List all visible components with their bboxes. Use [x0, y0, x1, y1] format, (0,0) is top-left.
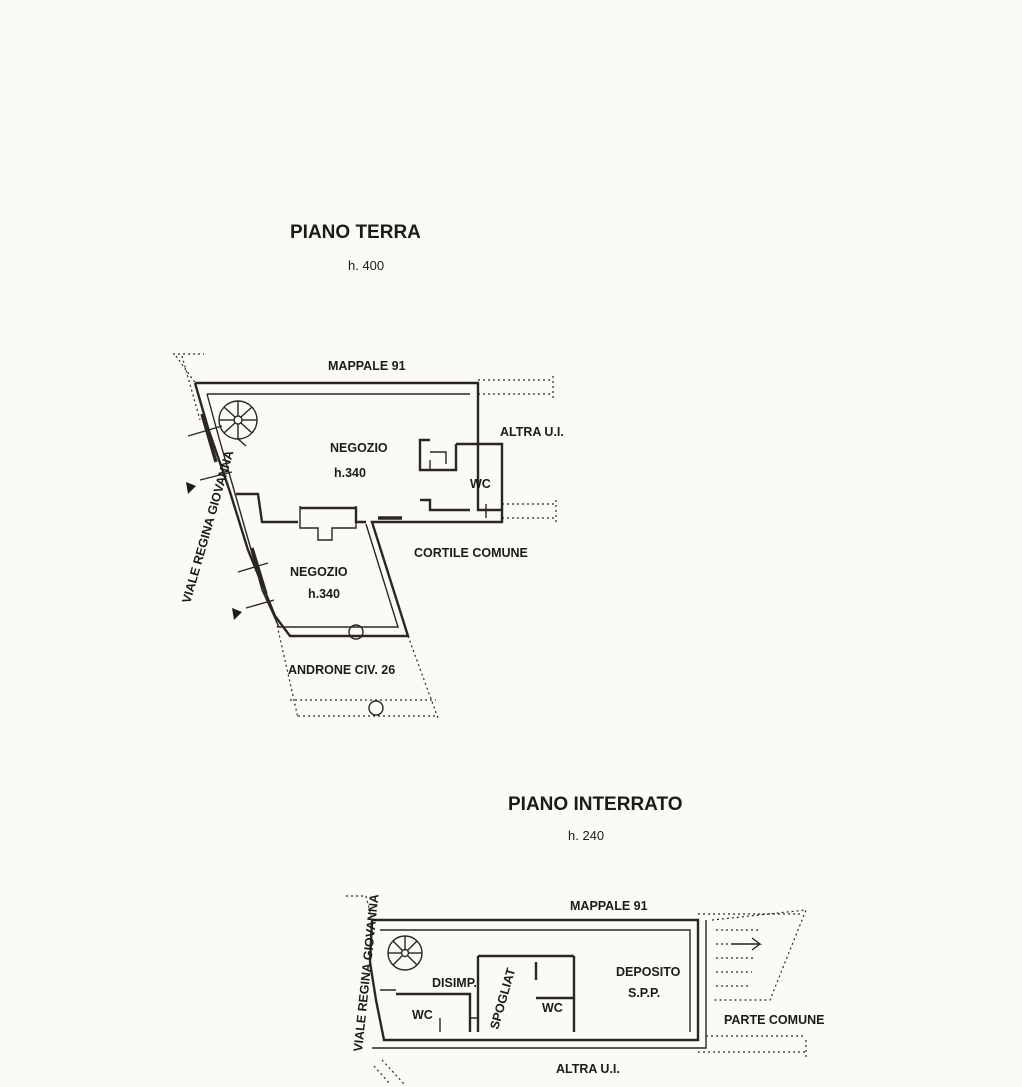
entrance-arrow-icon	[232, 608, 242, 620]
basement-plan: PIANO INTERRATO h. 240	[346, 794, 824, 1085]
ground-floor-height: h. 400	[348, 258, 384, 273]
label-parte-comune: PARTE COMUNE	[724, 1013, 824, 1027]
wc-partition	[429, 451, 447, 470]
label-cortile-comune: CORTILE COMUNE	[414, 546, 528, 560]
ground-floor-title: PIANO TERRA	[290, 222, 421, 243]
label-street-basement: VIALE REGINA GIOVANNA	[351, 893, 381, 1052]
label-street-ground: VIALE REGINA GIOVANNA	[179, 449, 236, 605]
ground-boundary-top	[173, 353, 554, 398]
ground-tick-1	[187, 425, 223, 437]
wc-block	[418, 438, 504, 512]
entrance-arrow-icon	[186, 482, 196, 494]
ground-partition-wall	[236, 492, 366, 524]
basement-partitions	[396, 954, 576, 1032]
basement-door-marks	[380, 989, 478, 1032]
column-circle	[348, 624, 364, 640]
ground-pillar	[299, 506, 357, 541]
label-wc-right: WC	[542, 1001, 563, 1015]
ground-tick-4	[199, 471, 233, 481]
label-spogliat: SPOGLIAT	[487, 966, 518, 1031]
ground-tick-3	[245, 599, 275, 609]
label-negozio-2: NEGOZIO	[290, 565, 348, 579]
basement-title: PIANO INTERRATO	[508, 794, 683, 815]
label-altra-ui-basement: ALTRA U.I.	[556, 1062, 620, 1076]
label-negozio-1: NEGOZIO	[330, 441, 388, 455]
basement-inner-wall	[372, 920, 707, 1049]
label-wc: WC	[470, 477, 491, 491]
ground-window-2	[250, 547, 268, 595]
androne-boundary	[290, 699, 436, 717]
label-negozio-2-height: h.340	[308, 587, 340, 601]
spiral-staircase-icon	[387, 935, 423, 971]
basement-height: h. 240	[568, 828, 604, 843]
stair-arrow-icon	[732, 937, 763, 951]
label-spp: S.P.P.	[628, 986, 660, 1000]
label-mappale-91-basement: MAPPALE 91	[570, 899, 648, 913]
label-wc-left: WC	[412, 1008, 433, 1022]
column-circle	[368, 700, 384, 716]
ground-floor-plan: PIANO TERRA h. 400	[173, 222, 564, 719]
ground-boundary-right	[502, 500, 557, 522]
basement-boundary	[346, 895, 807, 1085]
ground-tick-2	[237, 562, 269, 573]
ground-window-1	[200, 413, 218, 463]
label-negozio-1-height: h.340	[334, 466, 366, 480]
label-altra-ui: ALTRA U.I.	[500, 425, 564, 439]
spiral-staircase-icon	[218, 400, 258, 447]
label-androne: ANDRONE CIV. 26	[288, 663, 395, 677]
label-mappale-91: MAPPALE 91	[328, 359, 406, 373]
common-stair	[711, 909, 807, 1001]
basement-outer-wall	[368, 918, 700, 1042]
ground-floor-inner-wall-line	[206, 393, 470, 628]
label-disimp: DISIMP.	[432, 976, 477, 990]
label-deposito: DEPOSITO	[616, 965, 681, 979]
